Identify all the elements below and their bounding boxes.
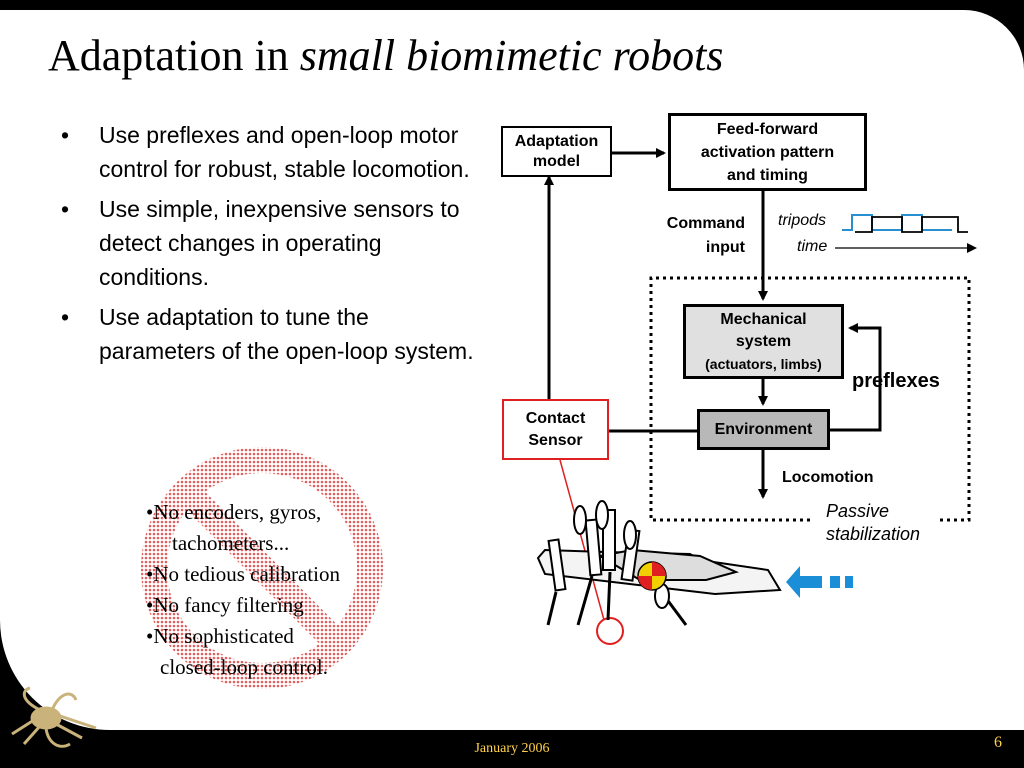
time-label: time [797,238,828,255]
bullet-item: Use adaptation to tune the parameters of… [58,300,478,368]
bullet-list: Use preflexes and open-loop motor contro… [58,118,478,374]
locomotion-label: Locomotion [782,469,874,486]
command-line2: input [705,239,745,256]
adaptation-line1: Adaptation [514,132,599,150]
no-item: •No encoders, gyros, [146,500,322,524]
page-number: 6 [994,734,1002,751]
no-item-continuation: tachometers... [172,531,290,555]
feed-forward-box: Feed-forward activation pattern and timing [668,113,867,191]
no-list: •No encoders, gyros, tachometers... •No … [146,497,340,683]
mech-line3: (actuators, limbs) [705,355,822,372]
mech-line1: Mechanical [720,310,807,328]
bullet-item: Use simple, inexpensive sensors to detec… [58,192,478,294]
tripod-signal-b [855,216,968,233]
contact-line2: Sensor [528,431,583,449]
command-input-label: Command input [645,212,745,260]
bullet-item: Use preflexes and open-loop motor contro… [58,118,478,186]
mech-line2: system [735,332,792,350]
foot-sensor-highlight [596,617,624,645]
passive-line2: stabilization [826,524,921,544]
ff-line3: and timing [727,166,808,184]
environment-box: Environment [697,409,830,450]
mechanical-system-box: Mechanical system (actuators, limbs) [683,304,844,379]
no-item: •No sophisticated [146,624,294,648]
system-boundary [649,276,971,522]
center-of-mass-icon [637,561,667,591]
direction-arrow-icon [786,566,853,598]
title-plain: Adaptation in [48,31,300,80]
no-item-continuation: closed-loop control. [160,655,328,679]
adaptation-line2: model [532,152,581,170]
passive-line1: Passive [826,501,890,521]
contact-line1: Contact [525,409,586,427]
ff-line2: activation pattern [700,143,835,161]
scorpion-logo [11,686,97,748]
command-line1: Command [666,215,745,232]
no-item: •No tedious calibration [146,562,340,586]
slide-title: Adaptation in small biomimetic robots [48,30,723,81]
no-item: •No fancy filtering [146,593,304,617]
adaptation-model-box: Adaptation model [501,126,612,177]
footer-date: January 2006 [474,741,550,756]
ff-line1: Feed-forward [716,120,819,138]
passive-stabilization-label: Passive stabilization [826,500,920,546]
robot-illustration [536,500,782,626]
preflexes-label: preflexes [852,370,940,392]
title-italic: small biomimetic robots [299,31,724,80]
tripods-label: tripods [778,212,827,229]
